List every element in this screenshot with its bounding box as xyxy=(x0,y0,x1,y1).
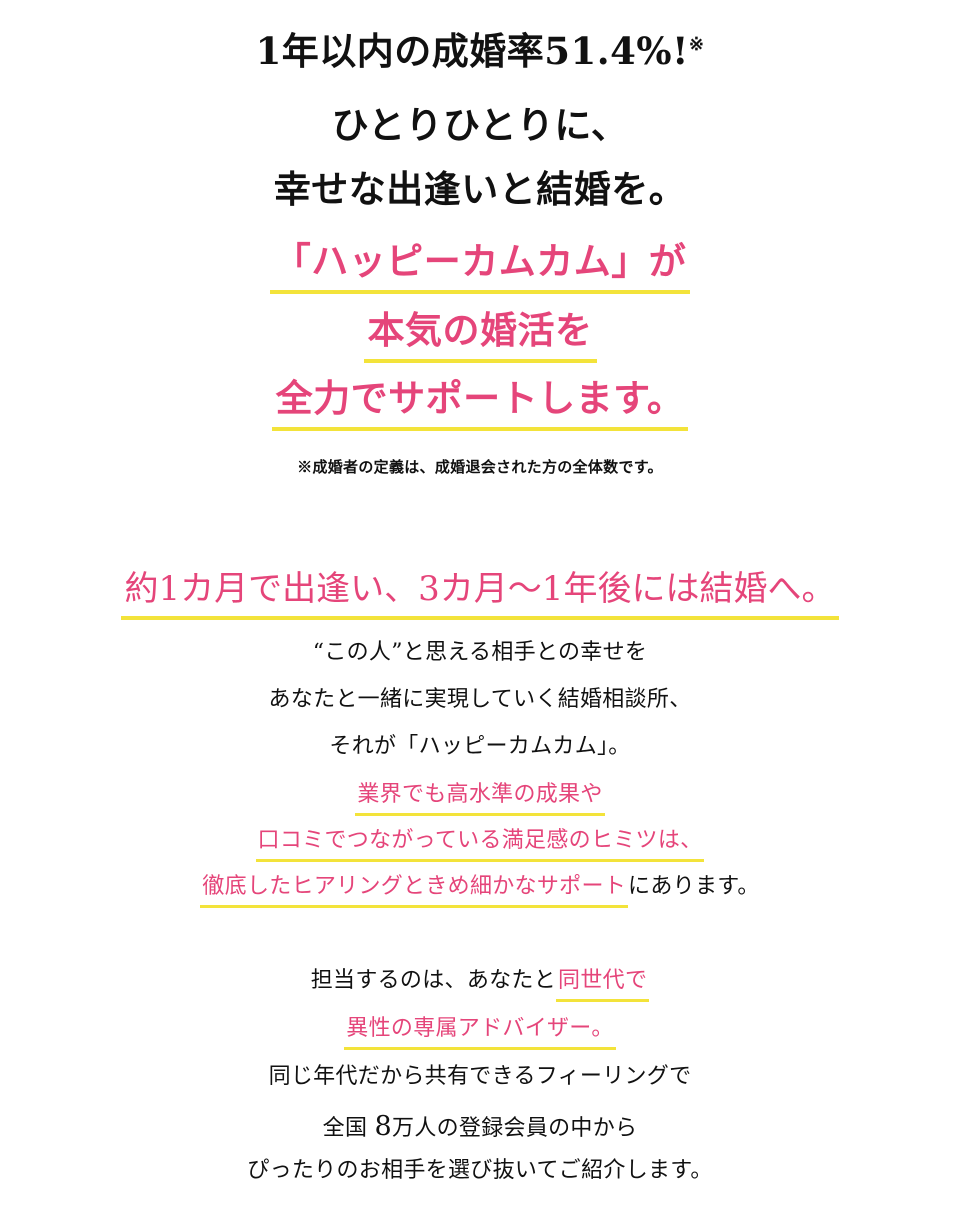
p1-line-4: 業界でも高水準の成果や xyxy=(0,784,960,816)
p1-line-4-highlight: 業界でも高水準の成果や xyxy=(355,784,605,816)
p2-line-4-pre: 全国 xyxy=(322,1116,368,1141)
p2-line-1: 担当するのは、あなたと同世代で xyxy=(0,970,960,1002)
hero-line-5: 本気の婚活を xyxy=(0,312,960,363)
member-count-number: 8 xyxy=(374,1111,393,1142)
p1-line-3: それが「ハッピーカムカム」。 xyxy=(329,734,631,759)
hero-line-4: 「ハッピーカムカム」が xyxy=(0,243,960,294)
hero-line-3: 幸せな出逢いと結婚を。 xyxy=(273,167,687,211)
p2-line-1-pre: 担当するのは、あなたと xyxy=(310,968,557,993)
hero-line-2: ひとりひとりに、 xyxy=(331,103,629,147)
section-headline: 約1カ月で出逢い、3カ月〜1年後には結婚へ。 xyxy=(0,572,960,620)
hero-line-6: 全力でサポートします。 xyxy=(0,380,960,431)
p2-line-4: 全国 8万人の登録会員の中から xyxy=(0,1113,960,1140)
hero-konkatsu-highlight: 本気の婚活を xyxy=(363,312,597,363)
p1-line-1: “この人”と思える相手との幸せを xyxy=(312,640,648,665)
p1-line-6-highlight: 徹底したヒアリングときめ細かなサポート xyxy=(200,876,629,908)
hero-support-highlight: 全力でサポートします。 xyxy=(271,380,689,431)
p2-line-2: 異性の専属アドバイザー。 xyxy=(0,1018,960,1050)
p1-line-5: 口コミでつながっている満足感のヒミツは、 xyxy=(0,830,960,862)
section-headline-text: 約1カ月で出逢い、3カ月〜1年後には結婚へ。 xyxy=(120,572,840,620)
hero-line-1: 1年以内の成婚率51.4%!※ xyxy=(0,33,960,70)
p2-line-1-highlight: 同世代で xyxy=(556,970,650,1002)
p1-line-5-highlight: 口コミでつながっている満足感のヒミツは、 xyxy=(255,830,705,862)
p1-line-6-rest: にあります。 xyxy=(628,874,760,899)
p1-line-6: 徹底したヒアリングときめ細かなサポートにあります。 xyxy=(0,876,960,908)
hero-footnote-mark: ※ xyxy=(688,34,705,55)
p2-line-3: 同じ年代だから共有できるフィーリングで xyxy=(268,1064,692,1089)
p1-line-2: あなたと一緒に実現していく結婚相談所、 xyxy=(268,687,692,712)
p2-line-4-post: 万人の登録会員の中から xyxy=(392,1116,638,1141)
p2-line-2-highlight: 異性の専属アドバイザー。 xyxy=(344,1018,616,1050)
hero-brand-highlight: 「ハッピーカムカム」が xyxy=(269,243,691,294)
hero-success-rate: 1年以内の成婚率51.4%! xyxy=(255,29,689,73)
footnote: ※成婚者の定義は、成婚退会された方の全体数です。 xyxy=(297,458,663,476)
p2-line-5: ぴったりのお相手を選び抜いてご紹介します。 xyxy=(247,1158,713,1183)
